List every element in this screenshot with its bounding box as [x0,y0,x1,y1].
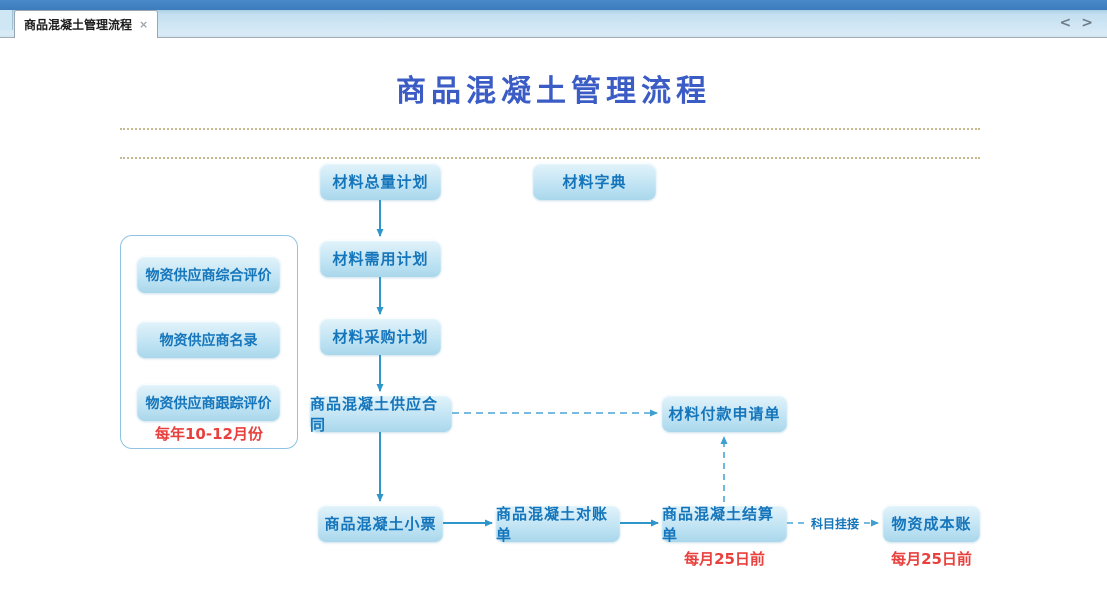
node-supplier-tracking-evaluation[interactable]: 物资供应商跟踪评价 [137,384,280,421]
close-icon[interactable]: × [139,18,149,31]
tab-strip-left-edge [0,10,13,30]
tab-label: 商品混凝土管理流程 [24,18,133,32]
supplier-evaluation-panel: 物资供应商综合评价 物资供应商名录 物资供应商跟踪评价 每年10-12月份 [120,235,298,449]
node-material-purchase-plan[interactable]: 材料采购计划 [320,318,441,355]
tab-scroll-left-icon[interactable]: < [1059,15,1072,31]
node-material-demand-plan[interactable]: 材料需用计划 [320,240,441,277]
supplier-panel-schedule-note: 每年10-12月份 [155,425,263,443]
dotted-rule-bottom [120,157,980,159]
subject-link-edge-label: 科目挂接 [806,515,864,532]
tab-concrete-process[interactable]: 商品混凝土管理流程 × [14,10,159,38]
node-supplier-directory[interactable]: 物资供应商名录 [137,321,280,358]
settlement-deadline-note: 每月25日前 [684,550,765,568]
node-material-dictionary[interactable]: 材料字典 [533,163,656,200]
dotted-rule-top [120,128,980,130]
tab-strip: 商品混凝土管理流程 × < > [0,10,1107,38]
node-material-payment-request[interactable]: 材料付款申请单 [662,395,787,432]
tab-scroll-controls: < > [1060,13,1093,33]
node-supplier-comprehensive-evaluation[interactable]: 物资供应商综合评价 [137,256,280,293]
page-title: 商品混凝土管理流程 [396,74,711,109]
flowchart-canvas: 商品混凝土管理流程 物资供应商综合评价 物资供应商名录 物资供应商跟踪评价 每年… [0,38,1107,595]
node-concrete-supply-contract[interactable]: 商品混凝土供应合同 [310,395,452,434]
node-material-cost-account[interactable]: 物资成本账 [883,505,980,542]
node-material-total-plan[interactable]: 材料总量计划 [320,163,441,200]
cost-account-deadline-note: 每月25日前 [891,550,972,568]
node-concrete-reconciliation[interactable]: 商品混凝土对账单 [496,505,620,544]
node-concrete-settlement[interactable]: 商品混凝土结算单 [662,505,787,544]
node-concrete-receipt[interactable]: 商品混凝土小票 [318,505,443,542]
tab-scroll-right-icon[interactable]: > [1081,15,1093,31]
window-top-bar [0,0,1107,10]
